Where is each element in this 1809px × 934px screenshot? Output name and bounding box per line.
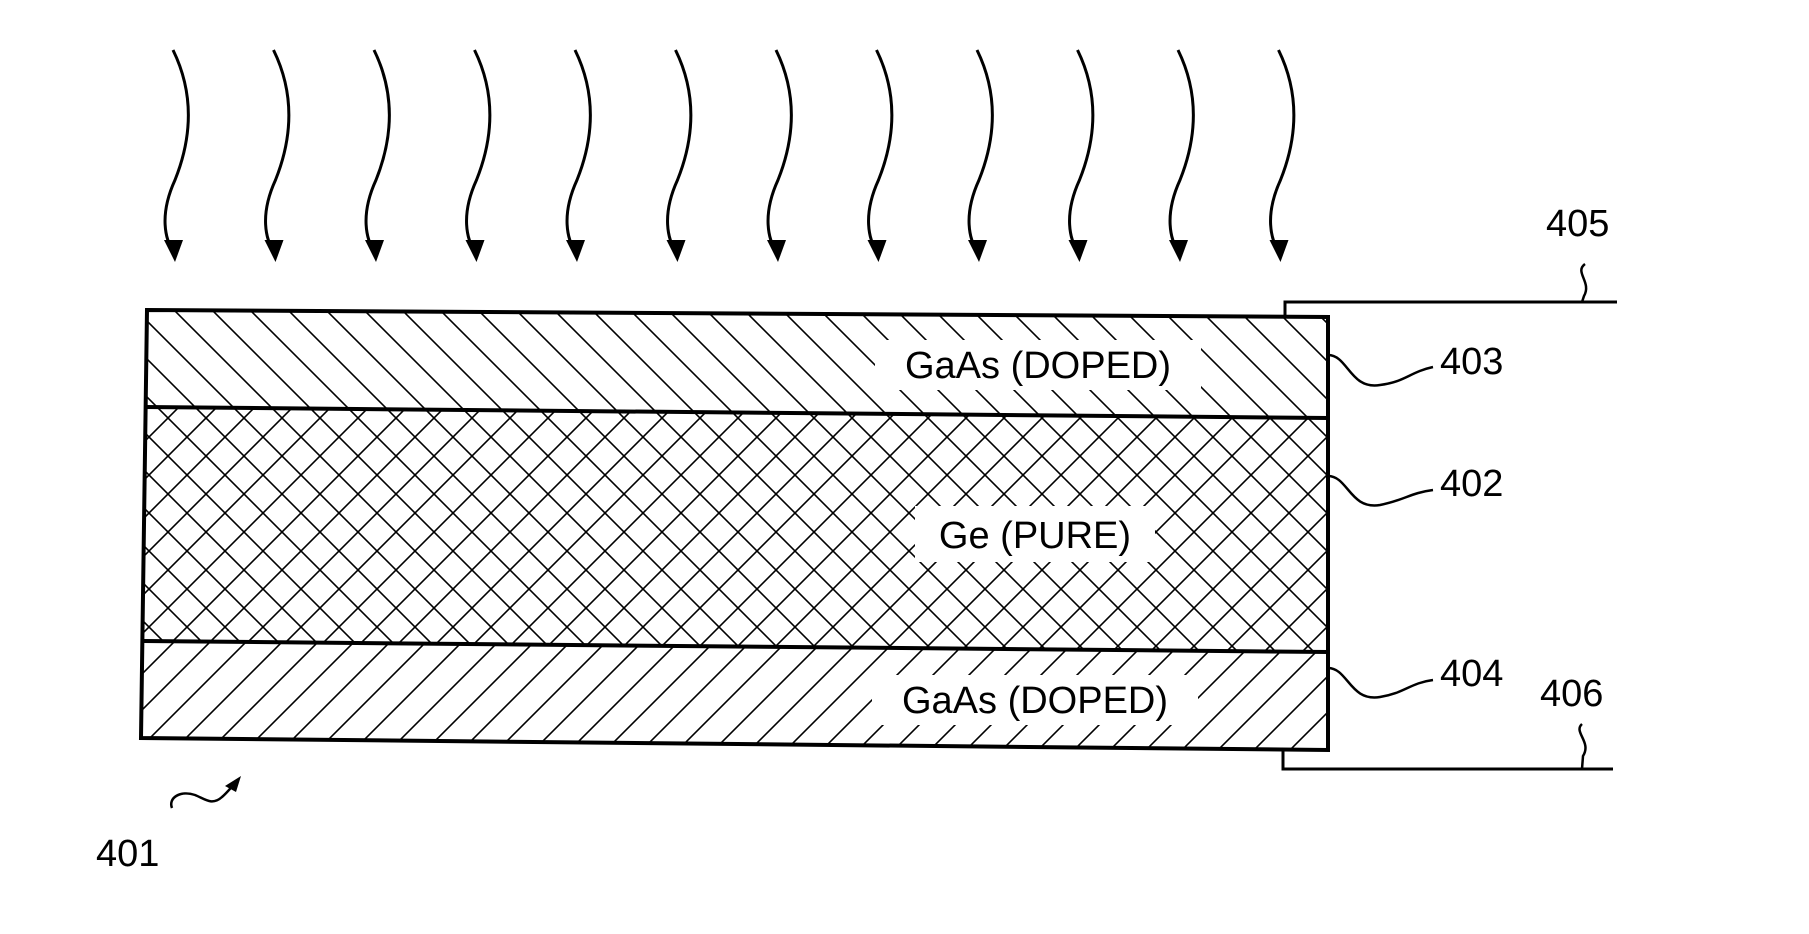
radiation-arrowhead [466,240,485,262]
radiation-arrow [768,50,791,252]
ref-406: 406 [1540,673,1603,715]
radiation-arrowhead [164,240,183,262]
radiation-arrow [266,50,289,252]
radiation-arrow [969,50,992,252]
radiation-arrow [1070,50,1093,252]
radiation-arrow [1271,50,1294,252]
top-layer-label: GaAs (DOPED) [905,345,1171,387]
ref-404: 404 [1440,653,1503,695]
radiation-arrow [869,50,892,252]
radiation-arrow [567,50,590,252]
radiation-arrowhead [566,240,585,262]
radiation-arrowhead [868,240,887,262]
radiation-arrowhead [1270,240,1289,262]
incident-radiation-arrows [164,50,1294,262]
layer-labels: GaAs (DOPED) Ge (PURE) GaAs (DOPED) [872,340,1201,725]
bottom-contact-lead [1283,750,1613,769]
radiation-arrowhead [365,240,384,262]
radiation-arrowhead [1069,240,1088,262]
radiation-arrowhead [968,240,987,262]
radiation-arrow [467,50,490,252]
radiation-arrow [165,50,188,252]
radiation-arrow [668,50,691,252]
ref-405: 405 [1546,203,1609,245]
top-contact-lead [1285,302,1617,317]
ref-403: 403 [1440,341,1503,383]
ref-401: 401 [96,833,159,875]
middle-layer-label: Ge (PURE) [939,515,1131,557]
radiation-arrowhead [265,240,284,262]
radiation-arrowhead [767,240,786,262]
radiation-arrow [366,50,389,252]
radiation-arrow [1170,50,1193,252]
radiation-arrowhead [667,240,686,262]
bottom-layer-label: GaAs (DOPED) [902,680,1168,722]
radiation-arrowhead [1169,240,1188,262]
reference-numerals: 403 402 404 405 406 401 [96,203,1609,875]
ref-402: 402 [1440,463,1503,505]
